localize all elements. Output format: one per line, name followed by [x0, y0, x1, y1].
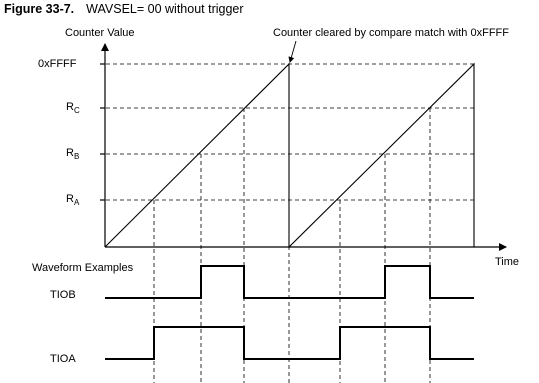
y-ticks	[100, 63, 105, 201]
tioa-label: TIOA	[50, 353, 76, 365]
counter-ramp	[104, 62, 475, 249]
annotation-text: Counter cleared by compare match with 0x…	[273, 27, 509, 39]
tioa-waveform	[105, 326, 474, 360]
level-ra-label: RA	[66, 193, 80, 207]
figure-number: Figure 33-7.	[4, 2, 74, 16]
level-rb-label: RB	[66, 147, 79, 161]
level-guides	[106, 63, 474, 201]
y-axis-label: Counter Value	[65, 27, 135, 39]
tiob-waveform	[105, 265, 474, 299]
figure-caption: WAVSEL= 00 without trigger	[86, 2, 243, 16]
level-rc-label: RC	[66, 101, 80, 115]
waveform-examples-label: Waveform Examples	[32, 262, 134, 274]
level-0xffff-label: 0xFFFF	[38, 58, 77, 70]
annotation-arrow	[288, 40, 297, 63]
figure-title: Figure 33-7. WAVSEL= 00 without trigger	[4, 0, 244, 17]
x-axis-label: Time	[495, 256, 519, 268]
tiob-label: TIOB	[50, 289, 76, 301]
